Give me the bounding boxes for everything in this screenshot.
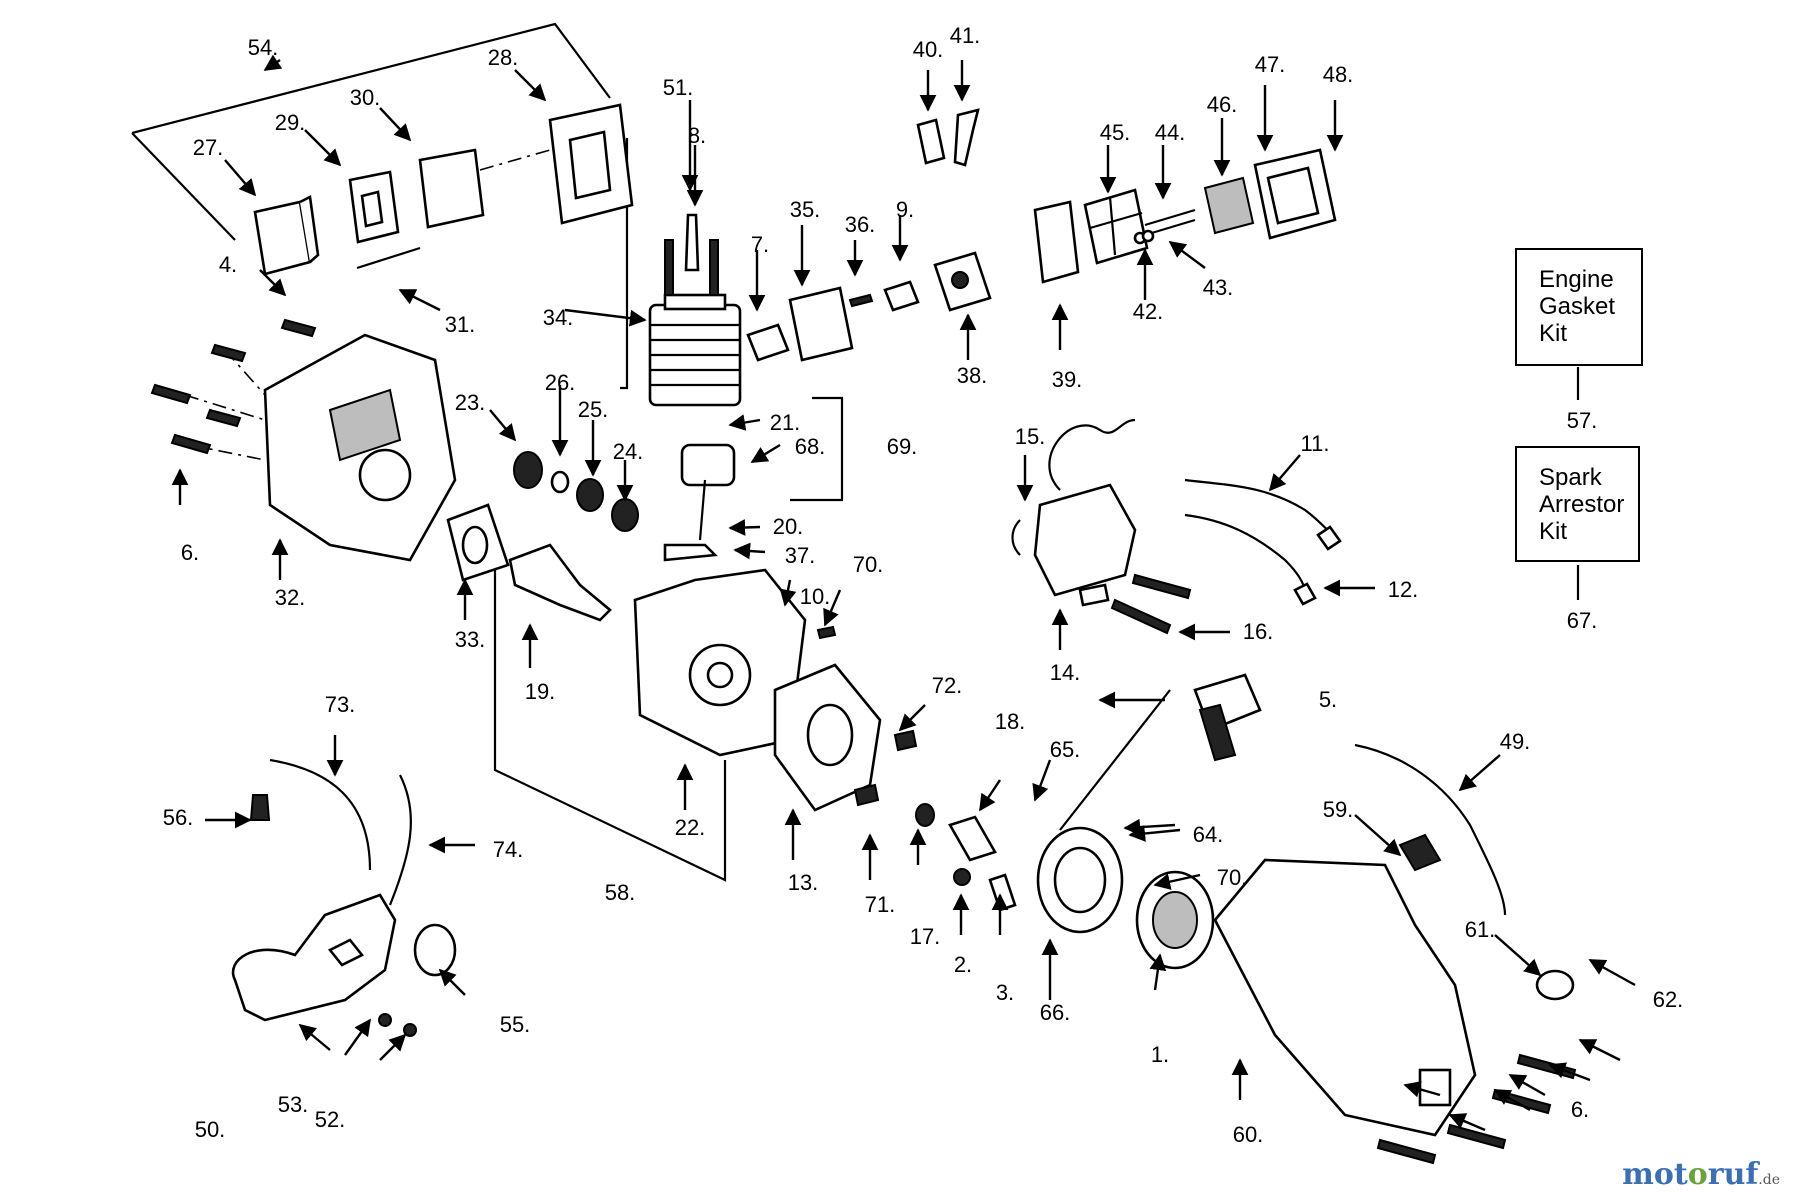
leader-arrows — [171, 54, 1636, 1132]
callout-48: 48. — [1322, 62, 1354, 87]
callout-70a: 70. — [852, 552, 884, 577]
callout-1: 1. — [1150, 1042, 1170, 1067]
callout-16: 16. — [1242, 619, 1274, 644]
callout-34: 34. — [542, 305, 574, 330]
callout-64: 64. — [1192, 822, 1224, 847]
flywheel-housing — [773, 663, 882, 812]
engine-cover — [184, 333, 457, 562]
callout-37: 37. — [784, 543, 816, 568]
spark-arrestor-kit-box: Spark Arrestor Kit — [1515, 446, 1640, 562]
callout-40: 40. — [912, 37, 944, 62]
callout-21: 21. — [769, 410, 801, 435]
callout-31: 31. — [444, 312, 476, 337]
callout-58: 58. — [604, 880, 636, 905]
callout-51: 51. — [662, 75, 694, 100]
ignition-module — [1011, 418, 1192, 635]
callout-9: 9. — [895, 197, 915, 222]
callout-17: 17. — [909, 924, 941, 949]
callout-36: 36. — [844, 212, 876, 237]
callout-41: 41. — [949, 23, 981, 48]
crankcase-gasket — [446, 503, 510, 582]
callout-19: 19. — [524, 679, 556, 704]
callout-49: 49. — [1499, 729, 1531, 754]
callout-23: 23. — [454, 390, 486, 415]
callout-5: 5. — [1318, 687, 1338, 712]
callout-33: 33. — [454, 627, 486, 652]
callout-28: 28. — [487, 45, 519, 70]
callout-39: 39. — [1051, 367, 1083, 392]
callout-4: 4. — [218, 252, 238, 277]
callout-38: 38. — [956, 363, 988, 388]
fuel-system — [231, 758, 457, 1037]
callout-26: 26. — [544, 370, 576, 395]
callout-30: 30. — [349, 85, 381, 110]
callout-65: 65. — [1049, 737, 1081, 762]
callout-60: 60. — [1232, 1122, 1264, 1147]
callout-50: 50. — [194, 1117, 226, 1142]
drive-shroud — [1213, 743, 1577, 1165]
callout-8: 8. — [687, 123, 707, 148]
air-filter-assembly — [253, 103, 634, 276]
callout-22: 22. — [674, 815, 706, 840]
callout-24: 24. — [612, 439, 644, 464]
callout-32: 32. — [274, 585, 306, 610]
callout-55: 55. — [499, 1012, 531, 1037]
callout-47: 47. — [1254, 52, 1286, 77]
callout-44: 44. — [1154, 120, 1186, 145]
callout-14: 14. — [1049, 660, 1081, 685]
callout-59: 59. — [1322, 797, 1354, 822]
watermark-logo: motoruf.de — [1622, 1157, 1780, 1192]
callout-62: 62. — [1652, 987, 1684, 1012]
callout-71: 71. — [864, 892, 896, 917]
callout-57: 57. — [1566, 408, 1598, 433]
cover-screws — [150, 318, 317, 455]
callout-18: 18. — [994, 709, 1026, 734]
starter-assembly — [915, 673, 1262, 970]
callout-42: 42. — [1132, 299, 1164, 324]
callout-29: 29. — [274, 110, 306, 135]
callout-56: 56. — [162, 805, 194, 830]
callout-13: 13. — [787, 870, 819, 895]
small-hardware — [816, 625, 918, 807]
air-box-assembly — [1033, 148, 1337, 284]
callout-61: 61. — [1464, 917, 1496, 942]
callout-67: 67. — [1566, 608, 1598, 633]
cylinder — [648, 213, 742, 407]
callout-66: 66. — [1039, 1000, 1071, 1025]
engine-gasket-kit-box: Engine Gasket Kit — [1515, 248, 1643, 366]
callout-54: 54. — [247, 35, 279, 60]
callout-45: 45. — [1099, 120, 1131, 145]
callout-11: 11. — [1300, 431, 1330, 456]
callout-73: 73. — [324, 692, 356, 717]
callout-7: 7. — [750, 232, 770, 257]
callout-53: 53. — [277, 1092, 309, 1117]
callout-74: 74. — [492, 837, 524, 862]
group-bracket-lines — [131, 22, 844, 882]
callout-2: 2. — [953, 952, 973, 977]
callout-35: 35. — [789, 197, 821, 222]
callout-43: 43. — [1202, 275, 1234, 300]
callout-52: 52. — [314, 1107, 346, 1132]
callout-46: 46. — [1206, 92, 1238, 117]
throttle-parts — [916, 108, 980, 167]
callout-15: 15. — [1014, 424, 1046, 449]
wire-leads — [1184, 478, 1342, 606]
crankcase — [633, 568, 807, 757]
callout-68: 68. — [794, 434, 826, 459]
callout-20: 20. — [772, 514, 804, 539]
callout-12: 12. — [1387, 577, 1419, 602]
callout-25: 25. — [577, 397, 609, 422]
callout-10: 10. — [799, 584, 831, 609]
callout-27: 27. — [192, 135, 224, 160]
callout-6b: 6. — [1570, 1097, 1590, 1122]
callout-72: 72. — [931, 673, 963, 698]
crankshaft-piston-group — [508, 443, 736, 622]
callout-3: 3. — [995, 980, 1015, 1005]
callout-70b: 70. — [1216, 865, 1248, 890]
callout-6a: 6. — [180, 540, 200, 565]
carburetor-parts — [746, 251, 992, 362]
callout-69: 69. — [886, 434, 918, 459]
